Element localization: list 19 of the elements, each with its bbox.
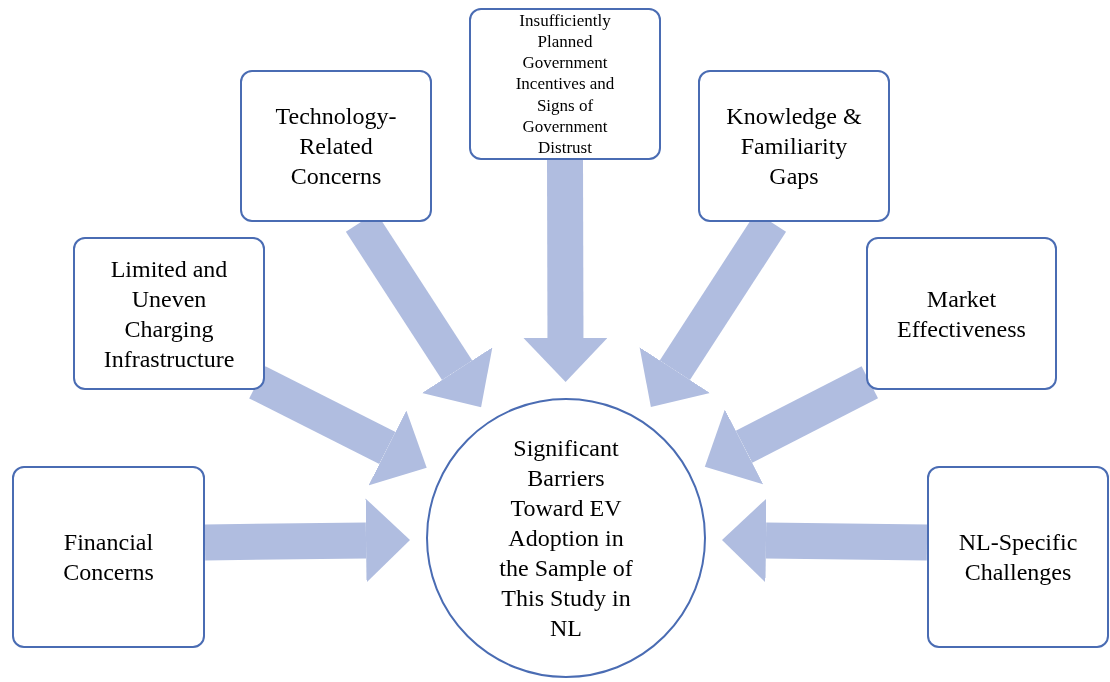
rounded-box	[240, 70, 432, 222]
block-arrow	[204, 498, 410, 583]
rounded-box	[698, 70, 890, 222]
node-label: Market Effectiveness	[896, 284, 1027, 344]
block-arrow	[249, 366, 427, 486]
rounded-box	[469, 8, 661, 160]
rounded-box	[73, 237, 265, 390]
node-label: Knowledge & Familiarity Gaps	[725, 102, 863, 191]
node-label: Significant Barriers Toward EV Adoption in the Sample of This Study in NL	[498, 434, 634, 643]
block-arrow	[722, 498, 928, 583]
node-label: NL-Specific Challenges	[957, 528, 1079, 587]
node-label: Financial Concerns	[62, 528, 155, 587]
rounded-box	[927, 466, 1109, 648]
node-label: Limited and Uneven Charging Infrastructure	[102, 254, 236, 374]
rounded-box	[866, 237, 1057, 390]
rounded-box	[12, 466, 205, 648]
block-arrow	[523, 159, 608, 382]
node-label: Technology-Related Concerns	[274, 102, 398, 191]
node-label: Insufficiently Planned Government Incentives and Signs of Government Distrust	[514, 9, 616, 159]
